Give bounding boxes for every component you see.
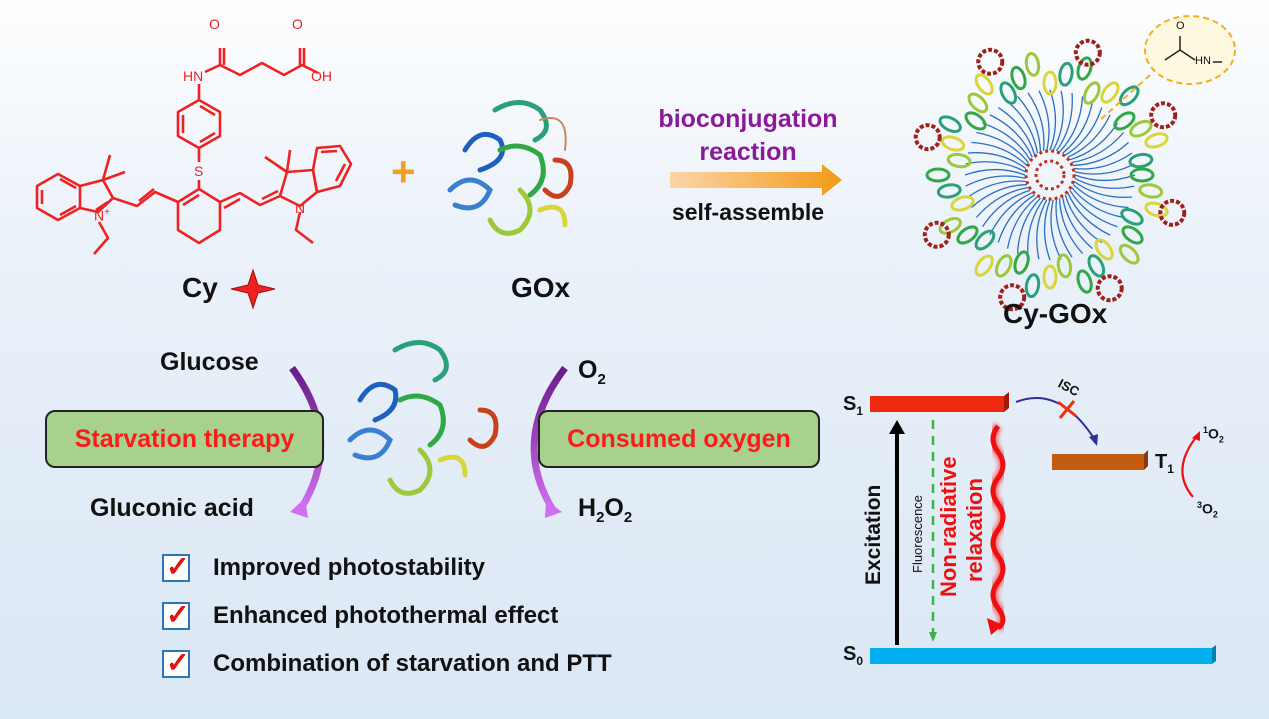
atom-n-plus: N+ — [94, 207, 110, 224]
atom-n: N — [295, 200, 306, 216]
checkbox-icon: ✓ — [162, 647, 190, 678]
blocked-cross-icon — [1057, 400, 1077, 419]
h2o2-label: H2O2 — [578, 494, 633, 526]
t1-level — [1052, 454, 1144, 470]
amide-o: O — [1176, 20, 1185, 32]
atom-o: O — [292, 16, 303, 32]
s1-label: S1 — [843, 393, 864, 418]
arrow-label-bioconjugation: bioconjugation — [658, 105, 838, 133]
s0-label: S0 — [843, 643, 864, 668]
gluconic-acid-label: Gluconic acid — [90, 494, 254, 522]
consumed-oxygen-box: Consumed oxygen — [538, 410, 820, 468]
amide-hn: HN — [1195, 55, 1211, 67]
glucose-label: Glucose — [160, 348, 259, 376]
singlet-oxygen-label: 1O2 — [1203, 425, 1224, 445]
checklist-item: Combination of starvation and PTT — [213, 650, 612, 677]
excitation-label: Excitation — [862, 484, 885, 586]
t1-label: T1 — [1155, 451, 1174, 476]
starvation-therapy-box: Starvation therapy — [45, 410, 324, 468]
oxygen-conversion-arrow — [1181, 435, 1198, 498]
atom-oh: OH — [311, 68, 332, 84]
s0-level — [870, 648, 1212, 664]
checklist-item: Enhanced photothermal effect — [213, 602, 559, 629]
atom-o: O — [209, 16, 220, 32]
non-radiative-label: Non-radiative — [936, 456, 961, 598]
fluorescence-label: Fluorescence — [910, 494, 925, 574]
checklist-item: Improved photostability — [213, 554, 486, 581]
checkbox-icon: ✓ — [162, 599, 190, 630]
cy-gox-label: Cy-GOx — [1003, 298, 1108, 329]
plus-sign: + — [391, 148, 416, 195]
arrow-label-reaction: reaction — [699, 138, 797, 166]
cy-label: Cy — [182, 272, 218, 303]
non-radiative-wave-arrow — [990, 424, 1006, 631]
s1-level — [870, 396, 1004, 412]
atom-hn: HN — [183, 68, 204, 84]
relaxation-label: relaxation — [962, 478, 987, 582]
gox-label: GOx — [511, 272, 571, 303]
atom-s: S — [194, 163, 204, 179]
o2-label: O2 — [578, 356, 606, 388]
triplet-oxygen-label: 3O2 — [1197, 500, 1218, 520]
checkbox-icon: ✓ — [162, 551, 190, 582]
isc-arrow — [1015, 397, 1096, 441]
arrow-label-self-assemble: self-assemble — [671, 199, 825, 225]
